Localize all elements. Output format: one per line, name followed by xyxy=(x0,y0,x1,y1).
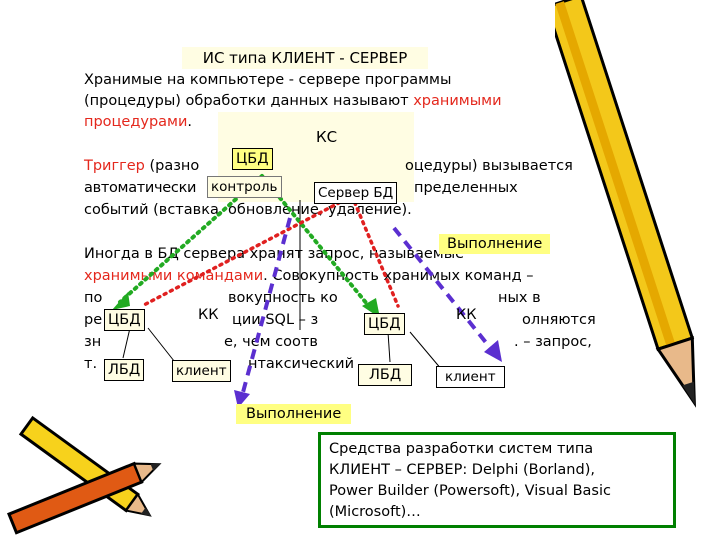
lbd-left-box: ЛБД xyxy=(104,359,145,381)
pencil-icon-bottom-left xyxy=(7,415,162,535)
paragraph2-line1a: Триггер (разно xyxy=(84,156,199,177)
execution-top-box: Выполнение xyxy=(439,234,551,254)
client-right-box: клиент xyxy=(436,366,505,388)
paragraph3-line2-part: . Совокупность хранимых команд – xyxy=(263,268,534,284)
control-box: контроль xyxy=(207,176,282,198)
paragraph3-line5b: е, чем соотв xyxy=(224,334,318,350)
paragraph3-line6a: т. xyxy=(84,356,98,372)
paragraph2-line2a: автоматически xyxy=(84,180,197,196)
pencil-icon-top-right xyxy=(555,0,696,408)
paragraph3-line2: хранимыми командами. Совокупность храним… xyxy=(84,266,534,287)
paragraph3-line6b: нтаксический xyxy=(248,356,355,372)
paragraph3-line4c: олняются xyxy=(522,312,596,328)
cbd-right-box: ЦБД xyxy=(364,313,405,335)
term-stored-commands: хранимыми командами xyxy=(84,268,264,284)
kk-left-label: КК xyxy=(198,307,219,323)
red-dotted-line-right xyxy=(350,194,400,308)
tools-line3: Power Builder (Powersoft), Visual Basic xyxy=(329,483,611,499)
green-arrowhead-left xyxy=(112,292,130,310)
connector-cbd-lbd-right xyxy=(387,331,391,363)
server-bd-box: Сервер БД xyxy=(314,182,398,204)
paragraph1-line2: (процедуры) обработки данных называют хр… xyxy=(84,91,502,112)
cbd-top-box: ЦБД xyxy=(232,148,273,170)
paragraph1-line1: Хранимые на компьютере - сервере програм… xyxy=(84,72,452,88)
execution-bottom-box: Выполнение xyxy=(236,404,352,424)
green-dotted-arrow-right xyxy=(260,174,374,312)
tools-box: Средства разработки систем типа КЛИЕНТ –… xyxy=(318,432,676,528)
paragraph3-line3a: по xyxy=(84,290,103,306)
paragraph3-line5a: зн xyxy=(84,334,102,350)
tools-line2: КЛИЕНТ – СЕРВЕР: Delphi (Borland), xyxy=(329,462,595,478)
paragraph3-line4a: ре xyxy=(84,312,103,328)
client-left-box: клиент xyxy=(172,360,231,382)
paragraph2-line1c: оцедуры) вызывается xyxy=(405,158,573,174)
tools-line4: (Microsoft)… xyxy=(329,504,421,520)
cbd-left-box: ЦБД xyxy=(104,309,145,331)
paragraph1-line3: процедурами. xyxy=(84,112,192,133)
paragraph2-line3: событий (вставка, обновление, удаление). xyxy=(84,202,412,218)
paragraph3-line4b: ции SQL – з xyxy=(232,312,319,328)
connector-cbd-client-left xyxy=(147,327,179,367)
paragraph3-line5c: . – запрос, xyxy=(514,334,592,350)
page-title: ИС типа КЛИЕНТ - СЕРВЕР xyxy=(182,47,428,69)
term-procedures: процедурами xyxy=(84,114,188,130)
period: . xyxy=(187,114,193,130)
paragraph3-line3b: вокупность ко xyxy=(228,290,338,306)
ks-label: КС xyxy=(316,128,338,146)
term-trigger: Триггер xyxy=(84,158,145,174)
kk-right-label: КК xyxy=(456,307,477,323)
purple-dashed-arrow-left xyxy=(240,217,292,397)
paragraph2-line1-part: (разно xyxy=(144,158,200,174)
paragraph3-line3c: ных в xyxy=(498,290,541,306)
term-stored: хранимыми xyxy=(413,93,502,109)
tools-line1: Средства разработки систем типа xyxy=(329,441,594,457)
paragraph2-line2b: пределенных xyxy=(414,180,518,196)
red-dotted-line-left xyxy=(140,194,354,308)
purple-dashed-arrow-right xyxy=(392,226,494,352)
purple-arrowhead-left xyxy=(234,390,250,408)
connector-cbd-lbd-left xyxy=(122,327,131,359)
lbd-right-box: ЛБД xyxy=(358,364,413,386)
paragraph1-line2-text: (процедуры) обработки данных называют xyxy=(84,93,414,109)
connector-cbd-client-right xyxy=(409,331,443,371)
purple-arrowhead-right xyxy=(484,340,502,362)
